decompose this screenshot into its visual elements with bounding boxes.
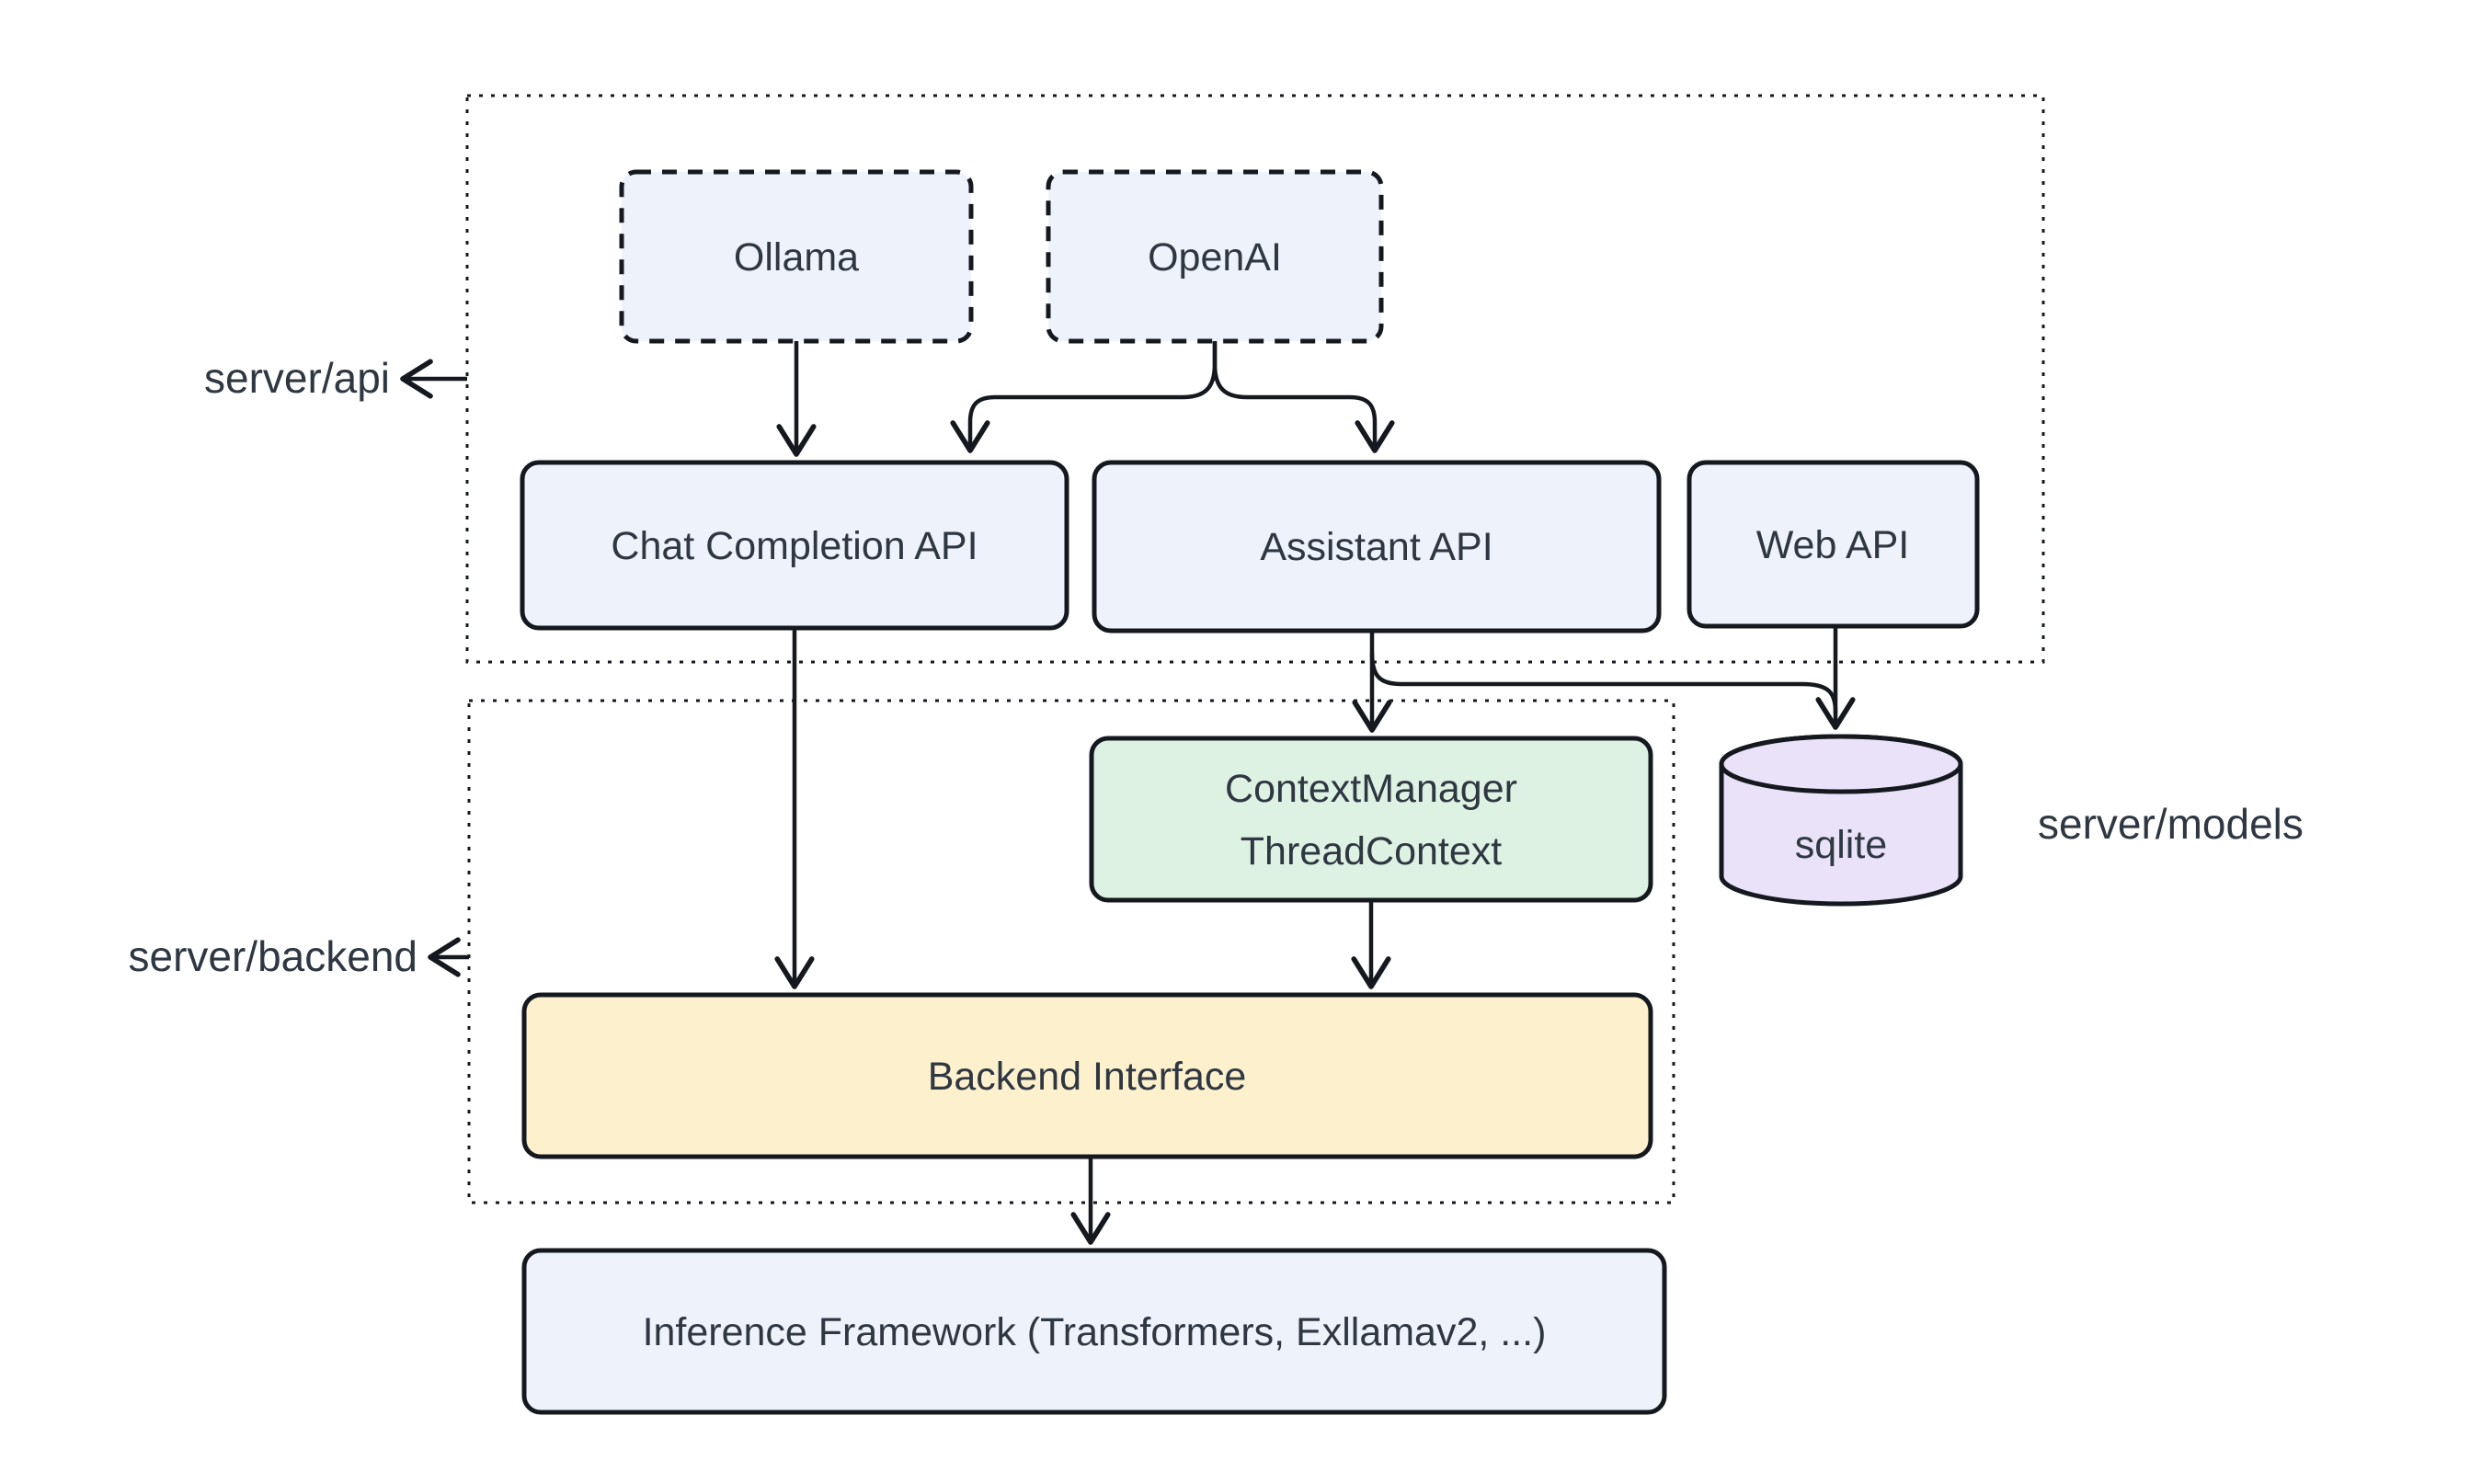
- assistant-api-label: Assistant API: [1260, 525, 1492, 569]
- node-openai: OpenAI: [1046, 169, 1384, 344]
- edge-openai-to-assistant: [1212, 341, 1395, 453]
- node-backend-interface: Backend Interface: [521, 992, 1653, 1159]
- context-manager-box: [1089, 736, 1653, 903]
- edges: [400, 341, 1856, 1245]
- sqlite-cylinder-top: [1719, 734, 1963, 794]
- openai-box: [1046, 169, 1384, 344]
- node-chat-completion-api: Chat Completion API: [520, 460, 1069, 631]
- inference-framework-label: Inference Framework (Transformers, Exlla…: [643, 1310, 1547, 1354]
- chat-completion-api-label: Chat Completion API: [611, 524, 978, 568]
- server-backend-label: server/backend: [129, 932, 418, 980]
- chat-completion-api-box: [520, 460, 1069, 631]
- inference-framework-box: [521, 1248, 1667, 1415]
- server-api-container: [465, 94, 2045, 664]
- ollama-box: [619, 169, 974, 344]
- server-api-label: server/api: [204, 354, 390, 402]
- node-assistant-api: Assistant API: [1092, 460, 1662, 634]
- node-sqlite: sqlite: [1719, 734, 1963, 907]
- context-manager-label-line1: ContextManager: [1225, 767, 1517, 811]
- openai-label: OpenAI: [1148, 235, 1282, 280]
- server-models-label: server/models: [2038, 800, 2304, 848]
- assistant-api-box: [1092, 460, 1662, 634]
- node-inference-framework: Inference Framework (Transformers, Exlla…: [521, 1248, 1667, 1415]
- node-context-manager: ContextManager ThreadContext: [1089, 736, 1653, 903]
- ollama-label: Ollama: [734, 235, 859, 280]
- server-backend-container: [467, 699, 1675, 1204]
- web-api-box: [1687, 460, 1980, 629]
- backend-interface-label: Backend Interface: [928, 1055, 1247, 1099]
- node-web-api: Web API: [1687, 460, 1980, 629]
- edge-openai-to-chat-completion: [950, 341, 1218, 453]
- context-manager-label-line2: ThreadContext: [1241, 829, 1502, 873]
- web-api-label: Web API: [1756, 523, 1910, 567]
- backend-interface-box: [521, 992, 1653, 1159]
- sqlite-label: sqlite: [1795, 823, 1887, 867]
- node-ollama: Ollama: [619, 169, 974, 344]
